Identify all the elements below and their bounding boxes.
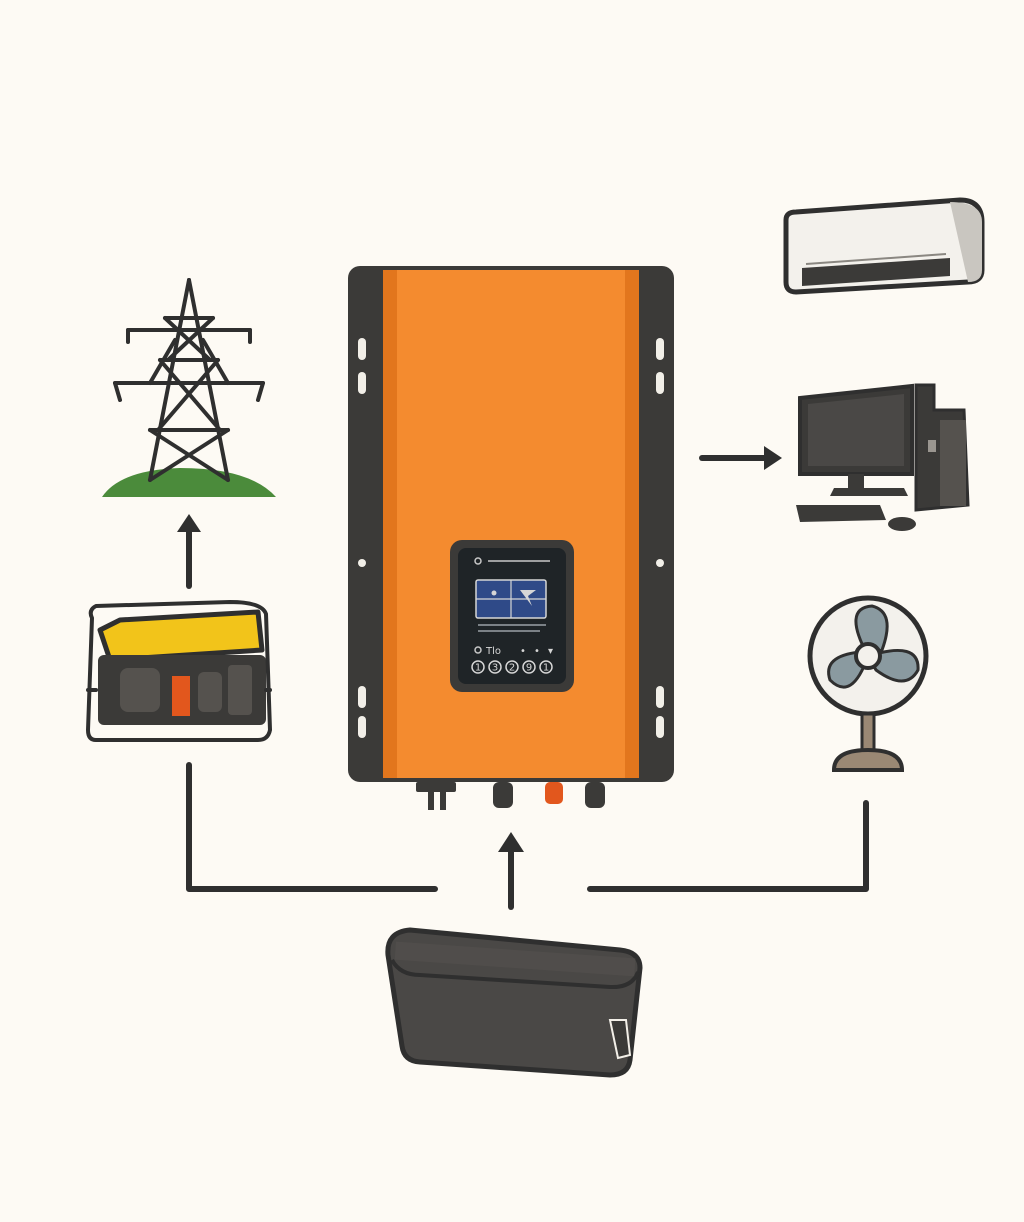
battery-to-inverter-arrowhead	[498, 832, 524, 852]
generator-to-bus-line	[186, 762, 438, 892]
generator-icon	[86, 600, 272, 742]
tower-ground	[102, 468, 276, 497]
power-tower-icon	[102, 278, 276, 497]
svg-text:2: 2	[509, 663, 515, 674]
connections	[177, 446, 869, 910]
display-button[interactable]: 9	[522, 660, 536, 674]
svg-text:3: 3	[492, 663, 498, 674]
svg-text:1: 1	[543, 663, 549, 674]
display-button[interactable]: 1	[471, 660, 485, 674]
air-conditioner-icon	[783, 197, 985, 295]
display-button[interactable]: 3	[488, 660, 502, 674]
svg-text:•: •	[534, 646, 540, 657]
inverter-body	[383, 270, 639, 778]
status-led	[474, 646, 482, 654]
desktop-computer-icon	[796, 383, 970, 531]
svg-text:9: 9	[526, 663, 532, 674]
inverter-icon: Tlo • • ▾ 1 3 2 9	[348, 266, 674, 810]
svg-text:1: 1	[475, 663, 481, 674]
svg-text:•: •	[520, 646, 526, 657]
display-button[interactable]: 2	[505, 660, 519, 674]
battery-icon	[385, 927, 643, 1078]
generator-to-grid-arrowhead	[177, 514, 201, 532]
fan-icon	[807, 595, 929, 772]
inverter-display-panel: Tlo • • ▾ 1 3 2 9	[450, 540, 574, 692]
bus-to-fan-line	[587, 800, 869, 892]
svg-text:▾: ▾	[548, 646, 553, 657]
display-button[interactable]: 1	[539, 660, 553, 674]
inverter-to-loads-arrowhead	[764, 446, 782, 470]
display-buttons: 1 3 2 9 1	[471, 660, 553, 674]
inverter-connectors	[416, 782, 605, 810]
display-indicator-text: Tlo	[485, 646, 501, 657]
